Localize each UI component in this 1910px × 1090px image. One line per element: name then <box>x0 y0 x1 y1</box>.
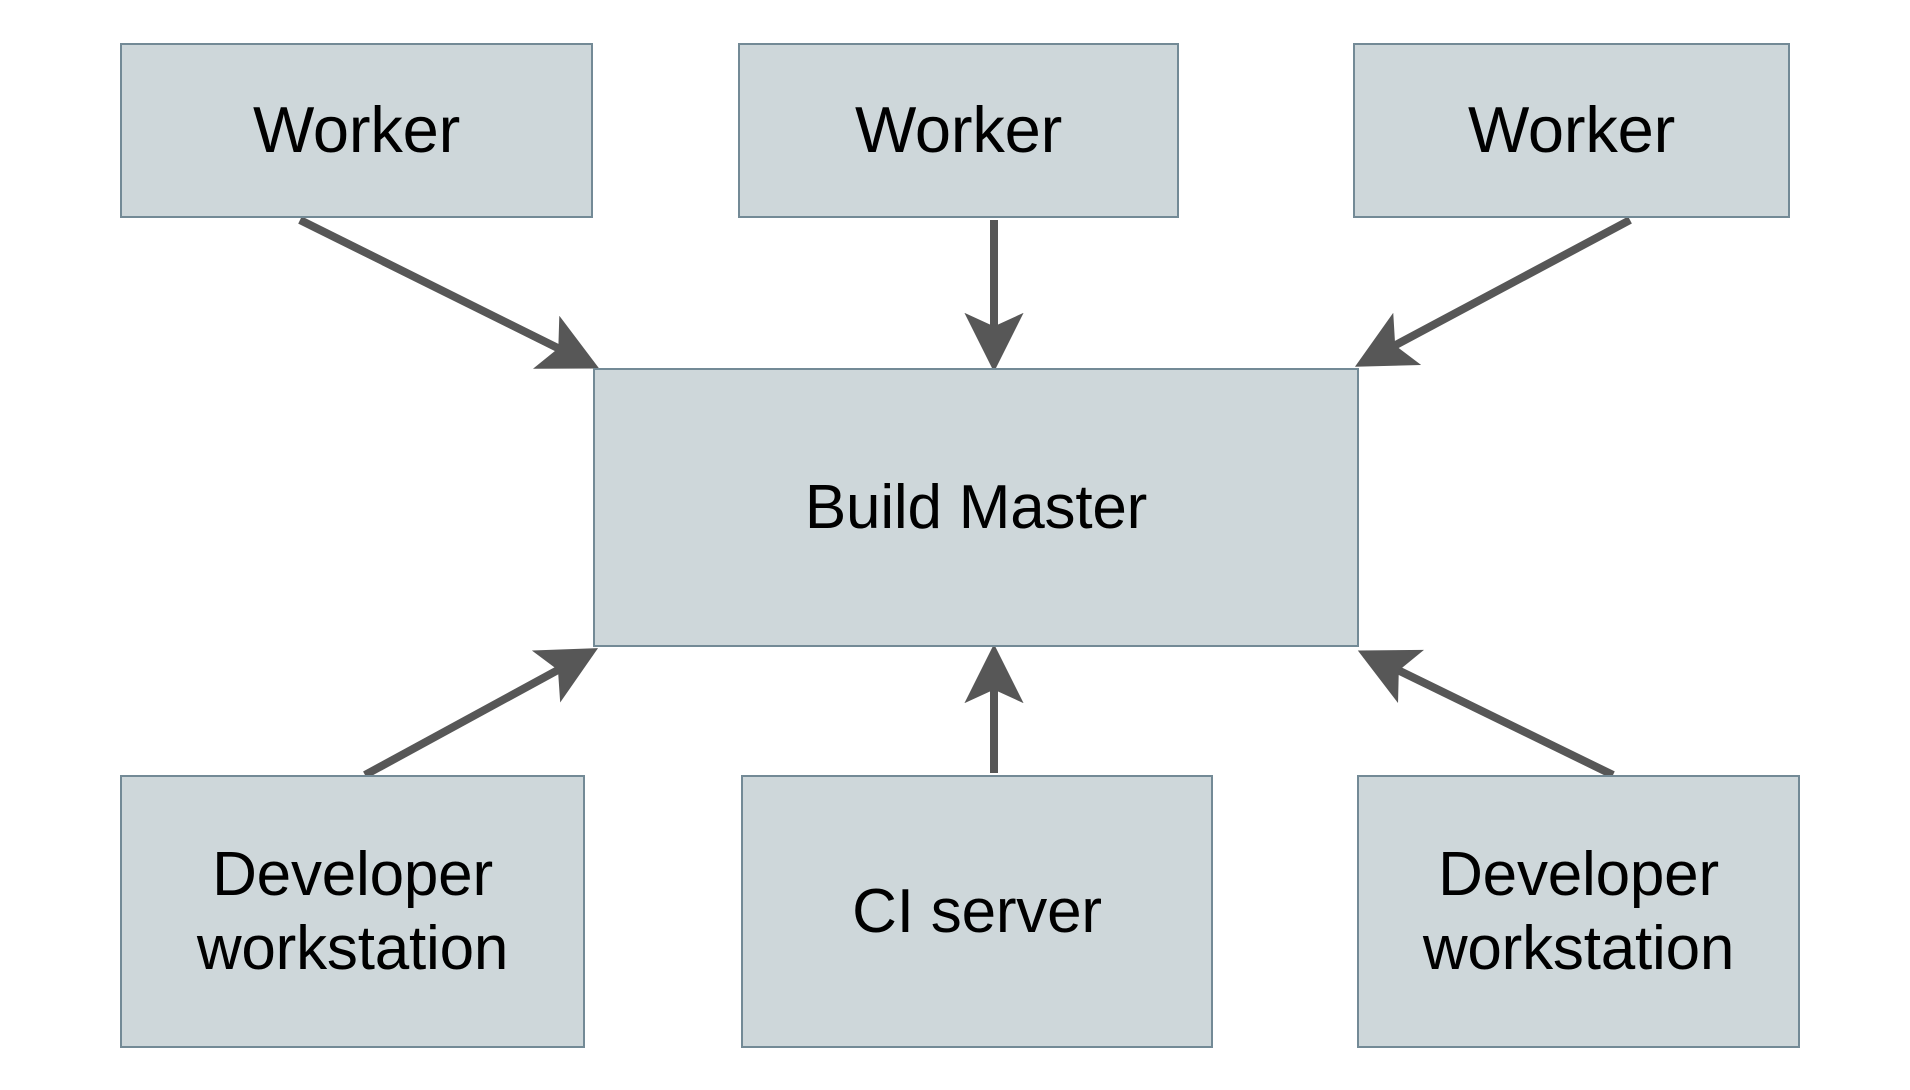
node-worker-1[interactable]: Worker <box>120 43 593 218</box>
node-ci-server-label: CI server <box>852 876 1102 946</box>
edge-worker-3-to-build-master <box>1354 216 1632 367</box>
node-worker-3[interactable]: Worker <box>1353 43 1790 218</box>
node-build-master-label: Build Master <box>804 472 1148 542</box>
node-dev-workstation-2[interactable]: Developer workstation <box>1357 775 1800 1048</box>
node-ci-server[interactable]: CI server <box>741 775 1213 1048</box>
edge-dev-workstation-2-to-build-master <box>1357 649 1615 779</box>
node-worker-2[interactable]: Worker <box>738 43 1179 218</box>
node-dev-workstation-1[interactable]: Developer workstation <box>120 775 585 1048</box>
node-worker-2-label: Worker <box>854 93 1063 167</box>
node-build-master[interactable]: Build Master <box>593 368 1359 647</box>
edge-dev-workstation-1-to-build-master <box>363 648 599 779</box>
node-worker-1-label: Worker <box>252 93 461 167</box>
edge-worker-1-to-build-master <box>298 216 600 369</box>
node-dev-workstation-2-label: Developer workstation <box>1422 840 1735 983</box>
node-worker-3-label: Worker <box>1467 93 1676 167</box>
node-dev-workstation-1-label: Developer workstation <box>196 840 509 983</box>
